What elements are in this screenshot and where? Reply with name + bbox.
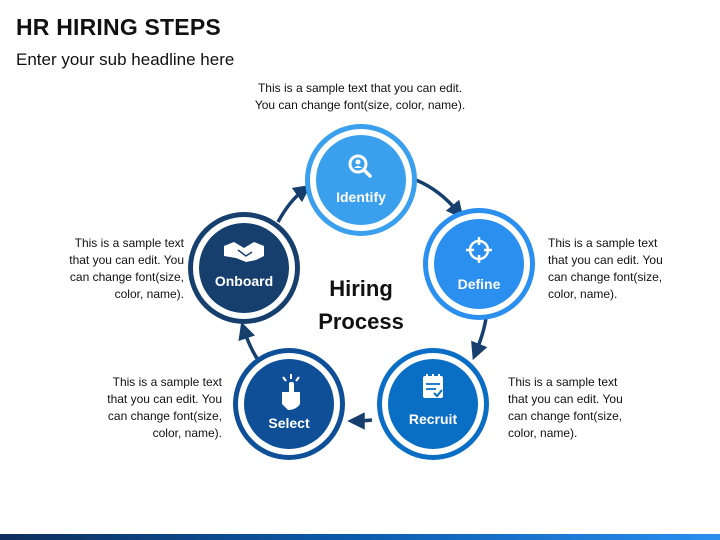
note-line: can change font(size, bbox=[508, 409, 623, 423]
note-left-top: This is a sample text that you can edit.… bbox=[22, 235, 184, 303]
note-line: color, name). bbox=[548, 287, 618, 301]
note-right-bottom: This is a sample text that you can edit.… bbox=[508, 374, 670, 442]
crosshair-target-icon bbox=[466, 237, 492, 263]
page-title: HR HIRING STEPS bbox=[16, 14, 221, 40]
step-recruit: Recruit bbox=[377, 348, 489, 460]
note-line: color, name). bbox=[508, 426, 578, 440]
step-define: Define bbox=[423, 208, 535, 320]
note-line: This is a sample text bbox=[74, 236, 184, 250]
note-line: This is a sample text that you can edit. bbox=[257, 81, 463, 95]
connector-arrows bbox=[238, 178, 488, 430]
note-left-bottom: This is a sample text that you can edit.… bbox=[60, 374, 222, 442]
note-line: that you can edit. You bbox=[508, 392, 623, 406]
arrow-define-recruit bbox=[471, 317, 488, 361]
step-label-onboard: Onboard bbox=[215, 273, 273, 289]
note-line: This is a sample text bbox=[548, 236, 658, 250]
note-top: This is a sample text that you can edit.… bbox=[200, 80, 520, 114]
note-line: color, name). bbox=[114, 287, 184, 301]
note-line: that you can edit. You bbox=[107, 392, 222, 406]
note-right-top: This is a sample text that you can edit.… bbox=[548, 235, 710, 303]
center-label-line1: Hiring bbox=[329, 276, 393, 301]
center-label-line2: Process bbox=[318, 309, 404, 334]
magnifier-person-icon bbox=[348, 154, 372, 178]
note-line: You can change font(size, color, name). bbox=[254, 98, 466, 112]
arrow-recruit-select bbox=[347, 412, 373, 430]
arrow-identify-define bbox=[415, 178, 464, 219]
handshake-icon bbox=[224, 242, 264, 262]
hand-click-icon bbox=[282, 374, 300, 410]
note-line: can change font(size, bbox=[107, 409, 222, 423]
clipboard-check-icon bbox=[423, 374, 443, 398]
step-label-recruit: Recruit bbox=[409, 411, 458, 427]
note-line: This is a sample text bbox=[508, 375, 618, 389]
arrow-select-onboard bbox=[238, 321, 260, 361]
note-line: that you can edit. You bbox=[69, 253, 184, 267]
step-identify: Identify bbox=[305, 124, 417, 236]
step-label-select: Select bbox=[268, 415, 310, 431]
arrow-onboard-identify bbox=[276, 184, 312, 223]
step-label-identify: Identify bbox=[336, 189, 386, 205]
bottom-accent-bar bbox=[0, 534, 720, 540]
step-select: Select bbox=[233, 348, 345, 460]
page-subtitle: Enter your sub headline here bbox=[16, 50, 235, 69]
step-label-define: Define bbox=[458, 276, 501, 292]
step-onboard: Onboard bbox=[188, 212, 300, 324]
note-line: can change font(size, bbox=[69, 270, 184, 284]
note-line: that you can edit. You bbox=[548, 253, 663, 267]
note-line: color, name). bbox=[152, 426, 222, 440]
note-line: This is a sample text bbox=[112, 375, 222, 389]
note-line: can change font(size, bbox=[548, 270, 663, 284]
